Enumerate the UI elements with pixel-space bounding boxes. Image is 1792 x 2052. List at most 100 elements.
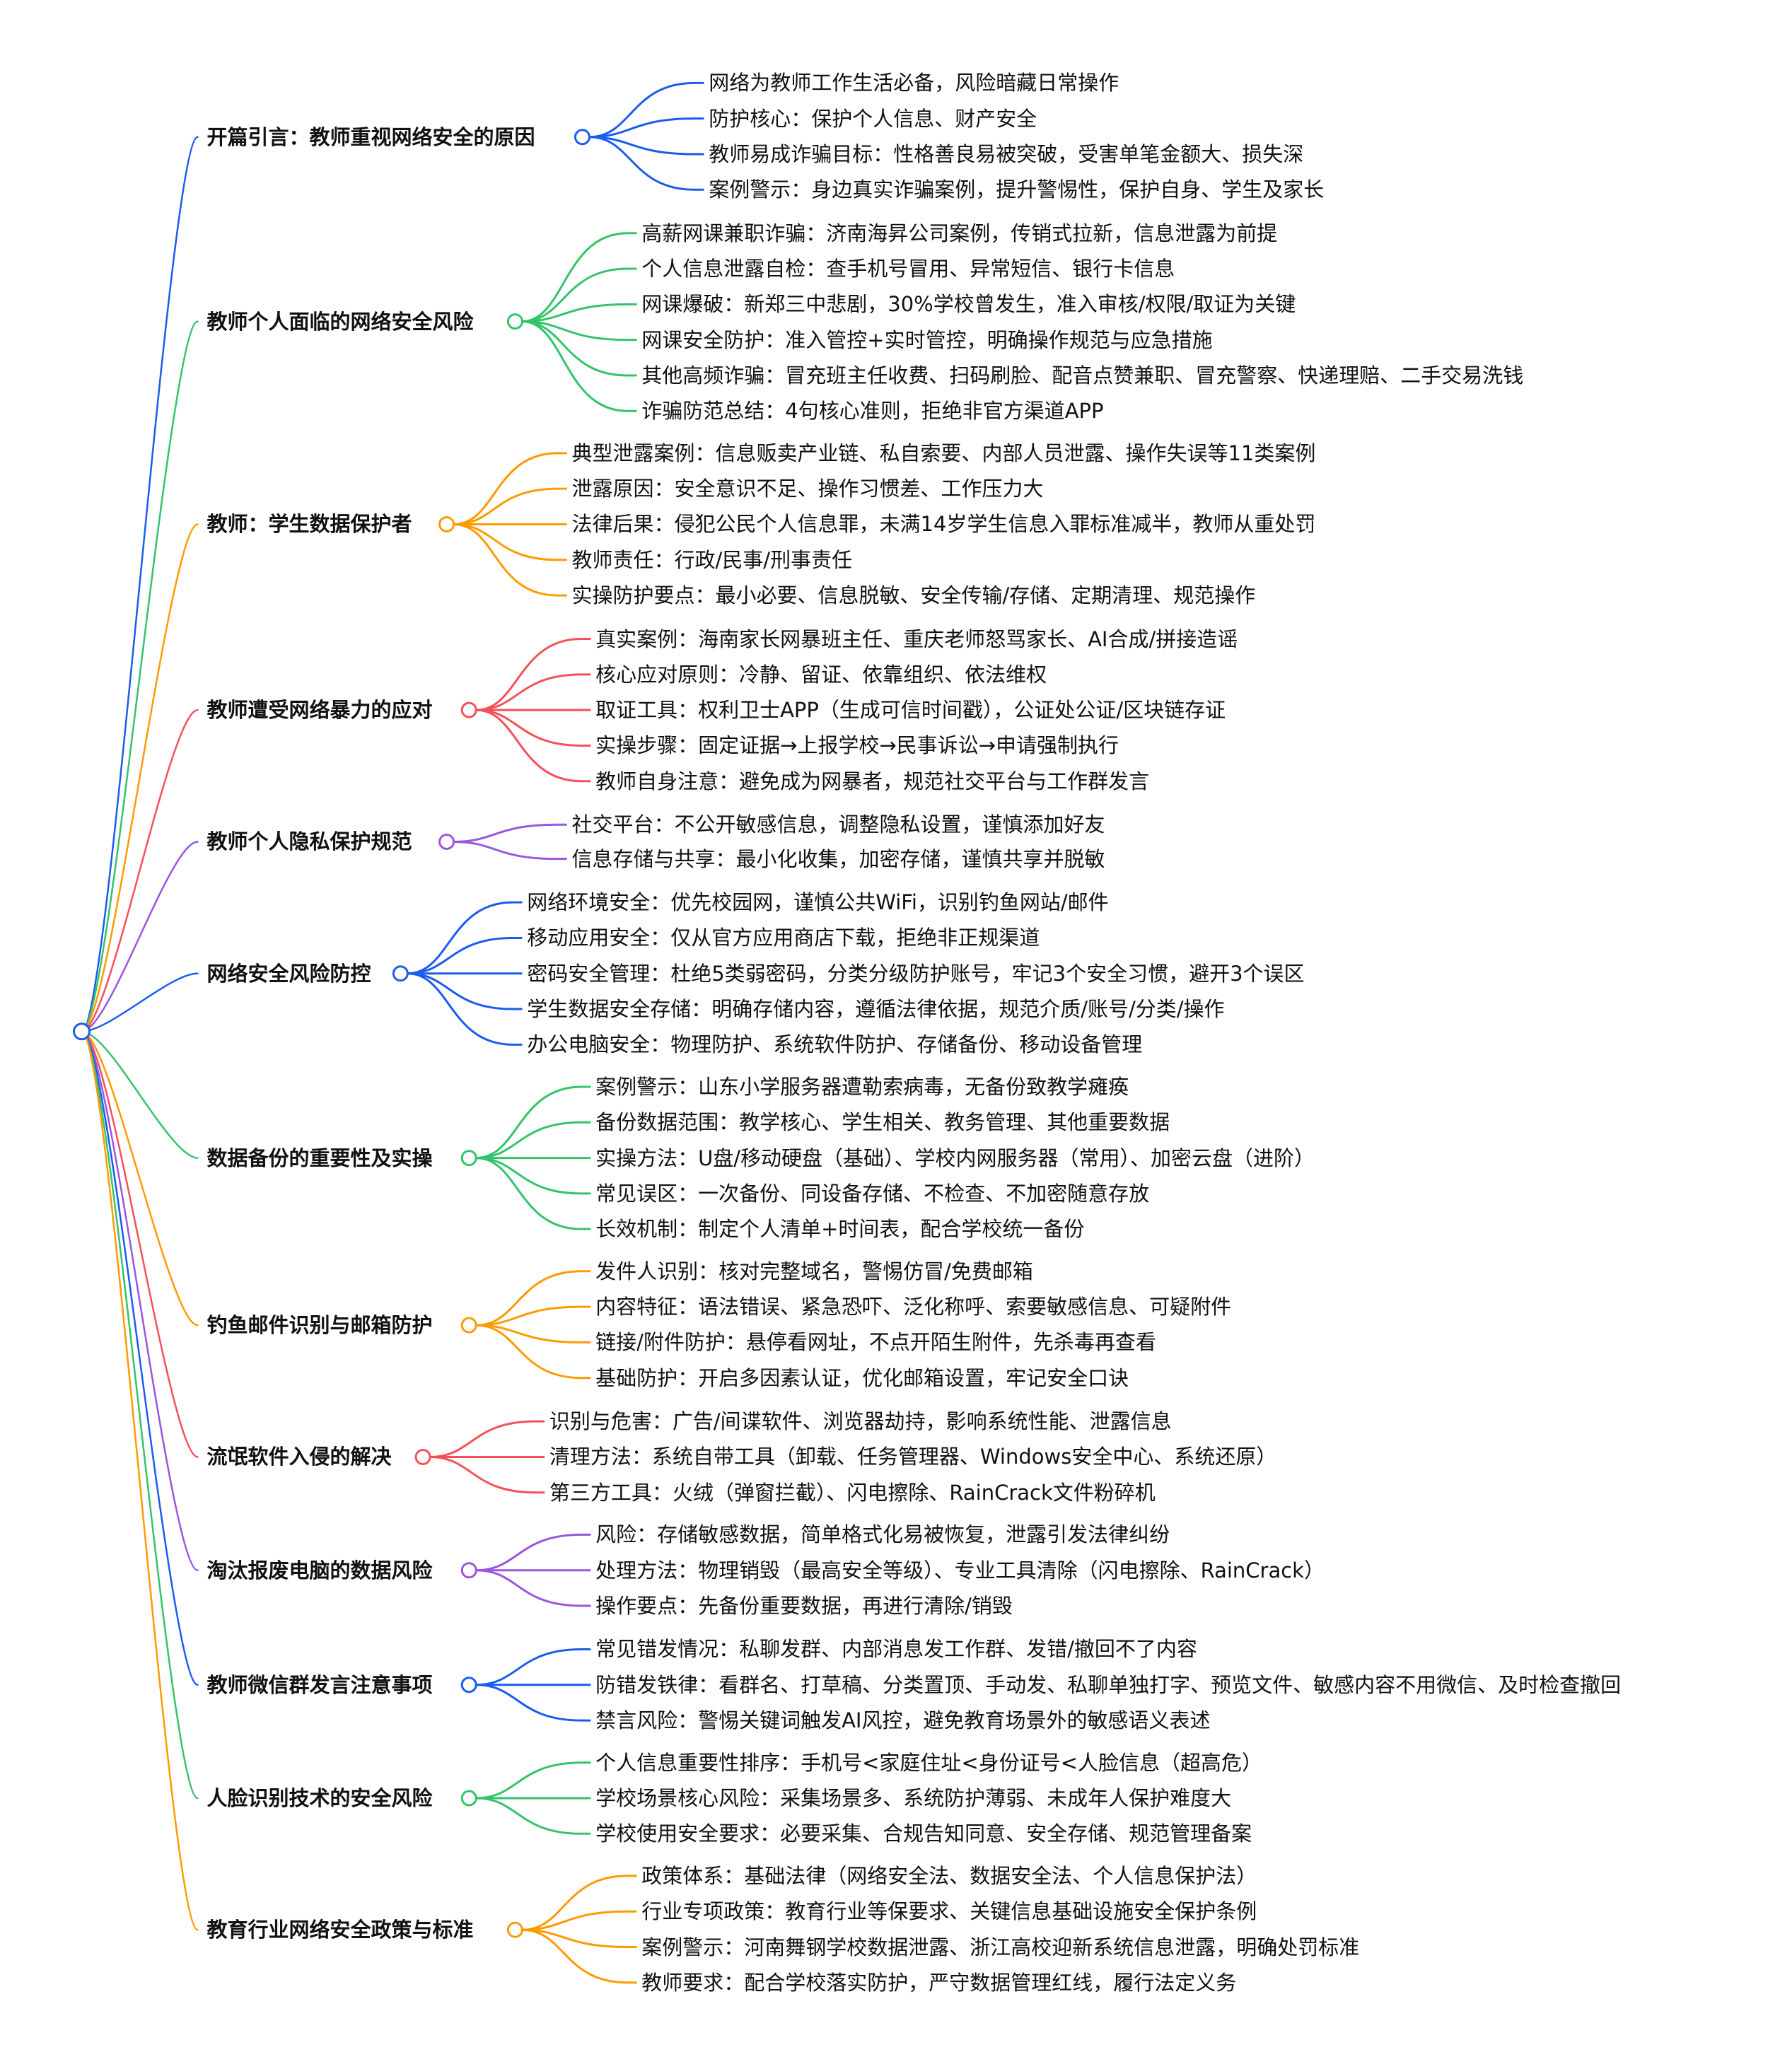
branch-node[interactable]: 教师：学生数据保护者 (206, 512, 412, 537)
leaf-node[interactable]: 识别与危害：广告/间谍软件、浏览器劫持，影响系统性能、泄露信息 (549, 1409, 1172, 1434)
leaf-node[interactable]: 清理方法：系统自带工具（卸载、任务管理器、Windows安全中心、系统还原） (549, 1445, 1277, 1469)
branch-node[interactable]: 淘汰报废电脑的数据风险 (206, 1558, 433, 1582)
leaf-connector (588, 136, 704, 156)
leaf-connector (520, 320, 637, 342)
leaf-node[interactable]: 案例警示：山东小学服务器遭勒索病毒，无备份致教学瘫痪 (595, 1074, 1129, 1099)
branch-node[interactable]: 流氓软件入侵的解决 (206, 1445, 392, 1469)
leaf-node[interactable]: 链接/附件防护：悬停看网址，不点开陌生附件，先杀毒再查看 (595, 1330, 1156, 1355)
leaf-connector (475, 673, 591, 711)
leaf-node[interactable]: 常见误区：一次备份、同设备存储、不检查、不加密随意存放 (595, 1181, 1150, 1206)
leaf-node[interactable]: 办公电脑安全：物理防护、系统软件防护、存储备份、移动设备管理 (527, 1032, 1143, 1057)
leaf-node[interactable]: 典型泄露案例：信息贩卖产业链、私自索要、内部人员泄露、操作失误等11类案例 (571, 441, 1316, 465)
root-node-icon[interactable] (73, 1022, 91, 1041)
branch-connector (81, 1030, 199, 1686)
branch-node[interactable]: 教师个人面临的网络安全风险 (206, 309, 474, 334)
leaf-connector (475, 1761, 591, 1800)
leaf-node[interactable]: 网络环境安全：优先校园网，谨慎公共WiFi，识别钓鱼网站/邮件 (527, 890, 1109, 915)
branch-connector (81, 1030, 199, 1458)
branch-node[interactable]: 教师微信群发言注意事项 (206, 1672, 433, 1697)
leaf-node[interactable]: 常见错发情况：私聊发群、内部消息发工作群、发错/撤回不了内容 (595, 1637, 1197, 1662)
collapse-toggle-icon[interactable] (574, 129, 590, 146)
leaf-node[interactable]: 第三方工具：火绒（弹窗拦截）、闪电擦除、RainCrack文件粉碎机 (549, 1480, 1156, 1505)
leaf-node[interactable]: 长效机制：制定个人清单+时间表，配合学校统一备份 (595, 1217, 1085, 1242)
collapse-toggle-icon[interactable] (506, 1921, 523, 1938)
collapse-toggle-icon[interactable] (438, 515, 455, 532)
leaf-node[interactable]: 处理方法：物理销毁（最高安全等级）、专业工具清除（闪电擦除、RainCrack） (595, 1558, 1325, 1582)
leaf-node[interactable]: 禁言风险：警惕关键词触发AI风控，避免教育场景外的敏感语义表述 (595, 1708, 1211, 1733)
leaf-node[interactable]: 网课安全防护：准入管控+实时管控，明确操作规范与应急措施 (641, 327, 1213, 352)
branch-node[interactable]: 人脸识别技术的安全风险 (206, 1785, 433, 1810)
collapse-toggle-icon[interactable] (460, 1150, 477, 1167)
branch-node[interactable]: 网络安全风险防控 (206, 961, 371, 986)
branch-node[interactable]: 开篇引言：教师重视网络安全的原因 (206, 124, 535, 149)
leaf-connector (453, 523, 568, 597)
leaf-node[interactable]: 教师要求：配合学校落实防护，严守数据管理红线，履行法定义务 (641, 1970, 1237, 1995)
leaf-node[interactable]: 移动应用安全：仅从官方应用商店下载，拒绝非正规渠道 (527, 926, 1040, 950)
branch-connector (81, 972, 199, 1032)
branch-connector (81, 1030, 199, 1159)
collapse-toggle-icon[interactable] (392, 965, 409, 982)
leaf-node[interactable]: 真实案例：海南家长网暴班主任、重庆老师怒骂家长、AI合成/拼接造谣 (595, 626, 1238, 651)
collapse-toggle-icon[interactable] (460, 1677, 477, 1694)
leaf-node[interactable]: 高薪网课兼职诈骗：济南海昇公司案例，传销式拉新，信息泄露为前提 (641, 221, 1278, 245)
leaf-node[interactable]: 教师易成诈骗目标：性格善良易被突破，受害单笔金额大、损失深 (709, 141, 1304, 166)
leaf-connector (475, 1121, 591, 1160)
leaf-node[interactable]: 法律后果：侵犯公民个人信息罪，未满14岁学生信息入罪标准减半，教师从重处罚 (571, 512, 1316, 537)
leaf-node[interactable]: 学校使用安全要求：必要采集、合规告知同意、安全存储、规范管理备案 (595, 1821, 1252, 1846)
leaf-node[interactable]: 诈骗防范总结：4句核心准则，拒绝非官方渠道APP (641, 399, 1104, 424)
leaf-node[interactable]: 教师责任：行政/民事/刑事责任 (571, 547, 853, 572)
leaf-node[interactable]: 核心应对原则：冷静、留证、依靠组织、依法维权 (595, 662, 1047, 687)
collapse-toggle-icon[interactable] (506, 313, 523, 330)
leaf-node[interactable]: 取证工具：权利卫士APP（生成可信时间戳），公证处公证/区块链存证 (595, 698, 1226, 723)
leaf-node[interactable]: 学生数据安全存储：明确存储内容，遵循法律依据，规范介质/账号/分类/操作 (527, 997, 1225, 1022)
leaf-connector (475, 1305, 591, 1327)
leaf-node[interactable]: 泄露原因：安全意识不足、操作习惯差、工作压力大 (571, 477, 1044, 501)
leaf-connector (475, 1157, 591, 1195)
leaf-node[interactable]: 社交平台：不公开敏感信息，调整隐私设置，谨慎添加好友 (571, 812, 1105, 837)
leaf-node[interactable]: 网络为教师工作生活必备，风险暗藏日常操作 (709, 71, 1119, 95)
leaf-node[interactable]: 政策体系：基础法律（网络安全法、数据安全法、个人信息保护法） (641, 1863, 1257, 1888)
branch-node[interactable]: 教育行业网络安全政策与标准 (206, 1918, 474, 1942)
leaf-node[interactable]: 个人信息泄露自检：查手机号冒用、异常短信、银行卡信息 (641, 257, 1175, 281)
collapse-toggle-icon[interactable] (438, 833, 455, 850)
branch-connector (81, 1030, 199, 1327)
leaf-node[interactable]: 其他高频诈骗：冒充班主任收费、扫码刷脸、配音点赞兼职、冒充警察、快递理赔、二手交… (641, 363, 1524, 387)
leaf-connector (588, 81, 704, 139)
leaf-node[interactable]: 实操方法：U盘/移动硬盘（基础）、学校内网服务器（常用）、加密云盘（进阶） (595, 1145, 1315, 1170)
leaf-node[interactable]: 网课爆破：新郑三中悲剧，30%学校曾发生，准入审核/权限/取证为关键 (641, 292, 1296, 317)
leaf-node[interactable]: 实操防护要点：最小必要、信息脱敏、安全传输/存储、定期清理、规范操作 (571, 583, 1256, 608)
leaf-node[interactable]: 操作要点：先备份重要数据，再进行清除/销毁 (595, 1593, 1013, 1618)
leaf-node[interactable]: 实操步骤：固定证据→上报学校→民事诉讼→申请强制执行 (595, 733, 1119, 758)
collapse-toggle-icon[interactable] (460, 1562, 477, 1579)
branch-node[interactable]: 教师遭受网络暴力的应对 (206, 698, 433, 723)
branch-node[interactable]: 钓鱼邮件识别与邮箱防护 (206, 1313, 433, 1338)
leaf-node[interactable]: 案例警示：身边真实诈骗案例，提升警惕性，保护自身、学生及家长 (709, 177, 1325, 202)
leaf-connector (520, 267, 637, 323)
leaf-connector (453, 823, 568, 843)
collapse-toggle-icon[interactable] (460, 1790, 477, 1807)
leaf-node[interactable]: 行业专项政策：教育行业等保要求、关键信息基础设施安全保护条例 (641, 1899, 1257, 1924)
leaf-connector (453, 487, 568, 525)
collapse-toggle-icon[interactable] (460, 1317, 477, 1334)
leaf-connector (475, 1157, 591, 1230)
leaf-node[interactable]: 个人信息重要性排序：手机号<家庭住址<身份证号<人脸信息（超高危） (595, 1750, 1262, 1775)
collapse-toggle-icon[interactable] (414, 1448, 431, 1465)
leaf-node[interactable]: 密码安全管理：杜绝5类弱密码，分类分级防护账号，牢记3个安全习惯，避开3个误区 (527, 961, 1305, 986)
leaf-node[interactable]: 风险：存储敏感数据，简单格式化易被恢复，泄露引发法律纠纷 (595, 1522, 1170, 1547)
branch-node[interactable]: 教师个人隐私保护规范 (206, 829, 412, 854)
leaf-node[interactable]: 防护核心：保护个人信息、财产安全 (709, 106, 1037, 131)
leaf-connector (475, 1569, 591, 1607)
collapse-toggle-icon[interactable] (460, 701, 477, 718)
leaf-node[interactable]: 学校场景核心风险：采集场景多、系统防护薄弱、未成年人保护难度大 (595, 1785, 1232, 1810)
leaf-connector (406, 901, 523, 975)
leaf-node[interactable]: 内容特征：语法错误、紧急恐吓、泛化称呼、索要敏感信息、可疑附件 (595, 1295, 1232, 1319)
leaf-node[interactable]: 教师自身注意：避免成为网暴者，规范社交平台与工作群发言 (595, 769, 1150, 793)
leaf-node[interactable]: 备份数据范围：教学核心、学生相关、教务管理、其他重要数据 (595, 1110, 1170, 1135)
leaf-node[interactable]: 发件人识别：核对完整域名，警惕仿冒/免费邮箱 (595, 1259, 1033, 1283)
leaf-node[interactable]: 基础防护：开启多因素认证，优化邮箱设置，牢记安全口诀 (595, 1365, 1129, 1390)
leaf-node[interactable]: 信息存储与共享：最小化收集，加密存储，谨慎共享并脱敏 (571, 846, 1105, 871)
leaf-node[interactable]: 防错发铁律：看群名、打草稿、分类置顶、手动发、私聊单独打字、预览文件、敏感内容不… (595, 1672, 1622, 1697)
branch-node[interactable]: 数据备份的重要性及实操 (206, 1145, 433, 1170)
leaf-node[interactable]: 案例警示：河南舞钢学校数据泄露、浙江高校迎新系统信息泄露，明确处罚标准 (641, 1935, 1360, 1959)
leaf-connector (520, 1928, 637, 1949)
